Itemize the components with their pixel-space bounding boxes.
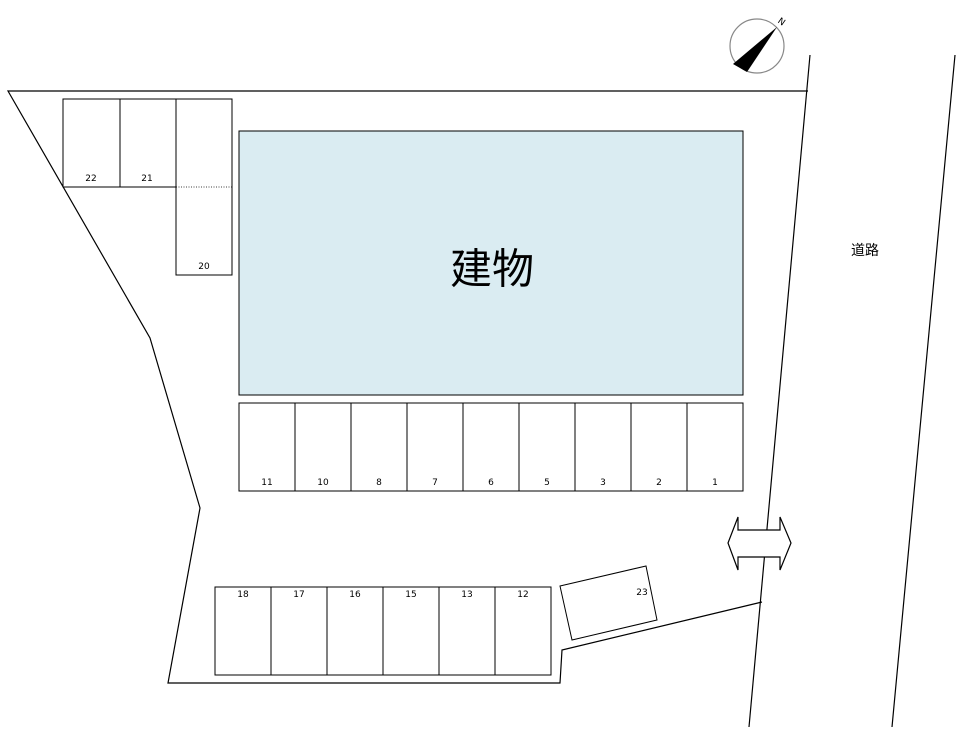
parking-label-17: 17 — [293, 590, 305, 600]
parking-label-21: 21 — [141, 174, 153, 184]
parking-space-23 — [559, 565, 658, 641]
north-compass-icon: N — [729, 16, 787, 74]
parking-label-2: 2 — [656, 478, 662, 488]
parking-label-18: 18 — [237, 590, 249, 600]
parking-space-22 — [62, 98, 121, 188]
entrance-double-arrow-icon — [727, 516, 792, 571]
parking-row-bottom — [214, 586, 552, 676]
parking-label-23: 23 — [636, 588, 648, 598]
parking-label-15: 15 — [405, 590, 417, 600]
road-label: 道路 — [851, 243, 879, 259]
lot-boundary — [6, 90, 808, 684]
parking-label-3: 3 — [600, 478, 606, 488]
parking-label-11: 11 — [261, 478, 273, 488]
parking-label-12: 12 — [517, 590, 529, 600]
parking-label-1: 1 — [712, 478, 718, 488]
parking-space-21 — [119, 98, 177, 188]
parking-label-22: 22 — [85, 174, 97, 184]
parking-label-10: 10 — [317, 478, 329, 488]
parking-label-7: 7 — [432, 478, 438, 488]
parking-label-13: 13 — [461, 590, 473, 600]
road-edge-left — [748, 54, 811, 728]
parking-label-6: 6 — [488, 478, 494, 488]
parking-label-8: 8 — [376, 478, 382, 488]
building-label: 建物 — [449, 244, 535, 294]
parking-label-16: 16 — [349, 590, 361, 600]
svg-text:N: N — [775, 16, 786, 28]
building — [238, 130, 744, 396]
parking-row-middle — [238, 402, 744, 492]
road-edge-right — [891, 54, 956, 728]
parking-label-5: 5 — [544, 478, 550, 488]
parking-label-20: 20 — [198, 262, 210, 272]
